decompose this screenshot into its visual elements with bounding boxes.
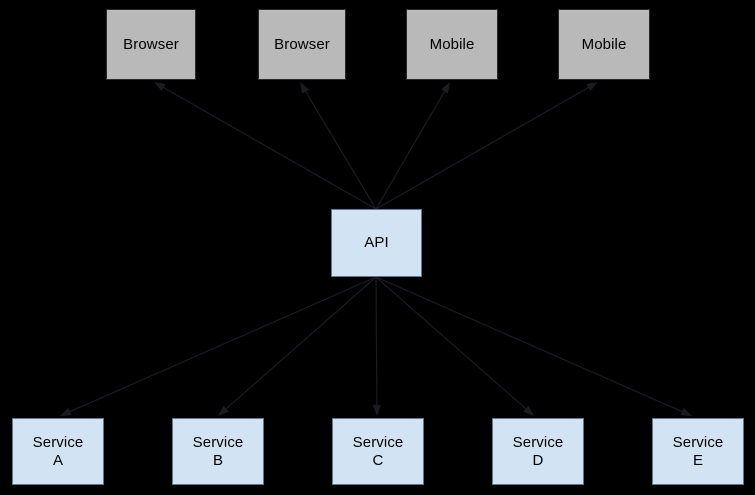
- node-label: Browser: [123, 35, 179, 53]
- node-label: Mobile: [429, 35, 475, 53]
- node-label: Service B: [192, 433, 244, 469]
- node-label: Browser: [274, 35, 330, 53]
- edge-api-service-a-arrowhead: [60, 407, 72, 416]
- node-client-1[interactable]: Browser: [106, 9, 196, 80]
- node-service-b[interactable]: Service B: [172, 418, 264, 485]
- edge-api-client-4: [375, 86, 589, 210]
- node-service-c[interactable]: Service C: [332, 418, 424, 485]
- edge-api-client-3: [375, 91, 445, 210]
- edge-api-service-a: [69, 276, 377, 413]
- edge-api-client-2: [305, 91, 377, 210]
- node-label: Service D: [512, 433, 564, 469]
- node-label: Service A: [32, 433, 84, 469]
- edge-api-service-b-arrowhead: [218, 405, 229, 416]
- node-label: Mobile: [581, 35, 627, 53]
- edge-api-client-1-arrowhead: [154, 82, 166, 91]
- edge-api-service-e-arrowhead: [680, 407, 692, 416]
- edge-api-service-c: [375, 276, 378, 406]
- edge-api-service-c-arrowhead: [372, 404, 381, 416]
- edge-api-client-4-arrowhead: [586, 82, 598, 91]
- node-api[interactable]: API: [331, 209, 422, 277]
- edge-api-service-d-arrowhead: [523, 405, 534, 416]
- edge-api-client-2-arrowhead: [300, 82, 310, 94]
- edge-api-service-e: [375, 276, 683, 413]
- node-service-a[interactable]: Service A: [12, 418, 104, 485]
- node-label: Service C: [352, 433, 404, 469]
- node-client-3[interactable]: Mobile: [406, 9, 498, 80]
- edge-api-client-3-arrowhead: [441, 82, 450, 94]
- node-service-e[interactable]: Service E: [652, 418, 744, 485]
- node-client-2[interactable]: Browser: [258, 9, 346, 80]
- edge-api-service-b: [225, 276, 377, 410]
- node-label: Service E: [672, 433, 724, 469]
- node-client-4[interactable]: Mobile: [558, 9, 650, 80]
- node-label: API: [364, 234, 389, 252]
- edge-api-client-1: [163, 86, 377, 210]
- node-service-d[interactable]: Service D: [492, 418, 584, 485]
- edge-api-service-d: [375, 276, 527, 410]
